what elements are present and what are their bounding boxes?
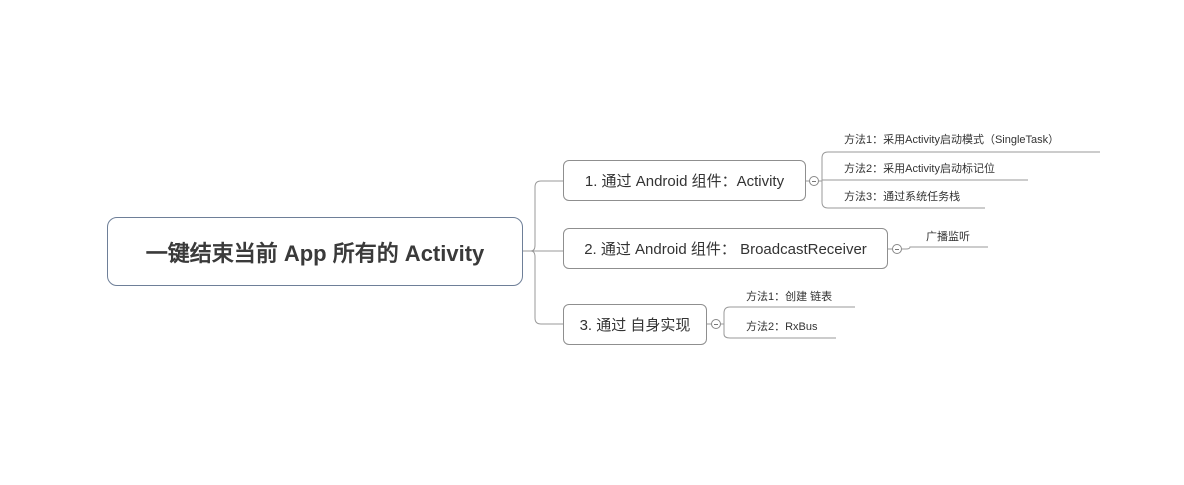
- edge-branch-1-leaf-1: [819, 151, 1100, 182]
- subtopic-3-2[interactable]: 方法2：RxBus: [746, 321, 818, 333]
- collapse-toggle-branch-1[interactable]: [809, 176, 819, 186]
- edge-root-branch-3: [523, 250, 563, 325]
- edge-branch-3-leaf-2: [721, 323, 836, 339]
- edge-root-branch-1: [523, 180, 563, 252]
- subtopic-2-1[interactable]: 广播监听: [926, 231, 970, 243]
- branch-topic-2-label: 2. 通过 Android 组件： BroadcastReceiver: [584, 241, 867, 258]
- branch-topic-3-label: 3. 通过 自身实现: [579, 317, 691, 334]
- edge-branch-3-leaf-1: [721, 306, 855, 325]
- collapse-toggle-branch-3[interactable]: [711, 319, 721, 329]
- branch-topic-1[interactable]: 1. 通过 Android 组件：Activity: [563, 160, 806, 201]
- edge-branch-2-leaf-1: [902, 246, 988, 250]
- branch-topic-2[interactable]: 2. 通过 Android 组件： BroadcastReceiver: [563, 228, 888, 269]
- root-topic[interactable]: 一键结束当前 App 所有的 Activity: [107, 217, 523, 286]
- subtopic-1-3[interactable]: 方法3：通过系统任务栈: [844, 191, 961, 203]
- branch-topic-1-label: 1. 通过 Android 组件：Activity: [584, 173, 785, 190]
- subtopic-3-1[interactable]: 方法1：创建 链表: [746, 291, 833, 303]
- subtopic-1-1[interactable]: 方法1：采用Activity启动模式（SingleTask）: [844, 134, 1060, 146]
- collapse-toggle-branch-2[interactable]: [892, 244, 902, 254]
- root-topic-label: 一键结束当前 App 所有的 Activity: [145, 240, 485, 266]
- branch-topic-3[interactable]: 3. 通过 自身实现: [563, 304, 707, 345]
- subtopic-1-2[interactable]: 方法2：采用Activity启动标记位: [844, 163, 995, 175]
- edge-branch-1-leaf-3: [819, 180, 985, 209]
- edge-branch-1-leaf-2: [819, 179, 1028, 182]
